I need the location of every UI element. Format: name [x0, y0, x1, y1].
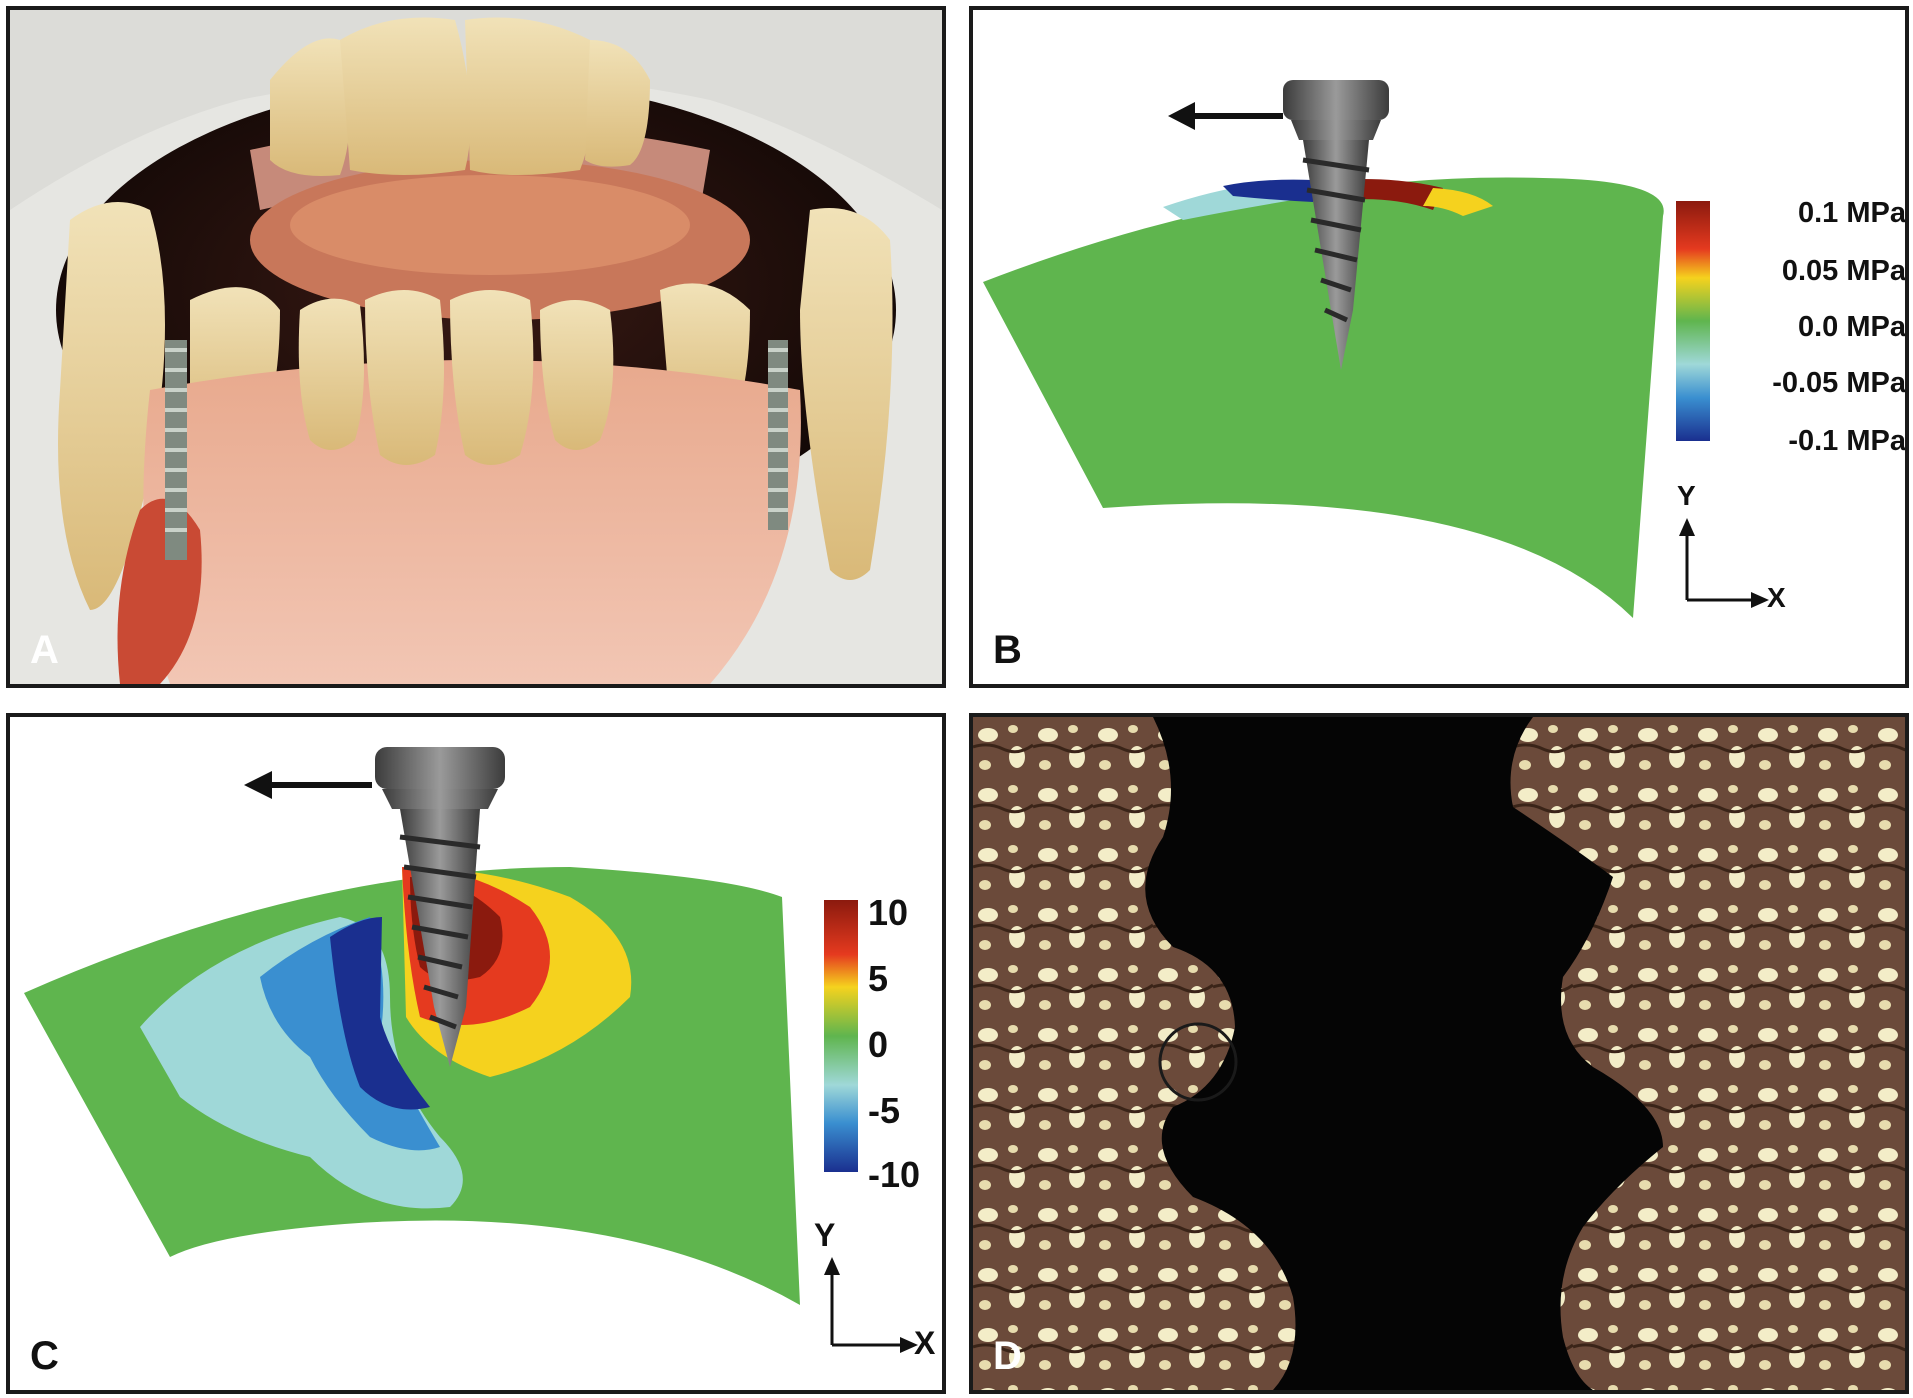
panel-c-contour-model: 10 5 0 -5 -10 Y X C — [6, 713, 946, 1394]
legend-tick-max: 0.1 MPa — [1798, 197, 1906, 229]
stress-color-legend: 0.1 MPa 0.05 MPa 0.0 MPa -0.05 MPa -0.1 … — [1676, 197, 1906, 457]
legend-color-bar — [1676, 201, 1710, 441]
axis-x-label: X — [914, 1325, 936, 1361]
panel-d-label: D — [993, 1334, 1022, 1378]
contour-color-legend: 10 5 0 -5 -10 — [824, 892, 942, 1200]
panel-b-label: B — [993, 628, 1022, 672]
screw-implant — [1283, 80, 1389, 370]
legend-color-bar — [824, 900, 858, 1172]
axis-y-label: Y — [1677, 480, 1696, 511]
axis-indicator — [824, 1257, 918, 1353]
panel-a-intraoral-photo: A — [6, 6, 946, 688]
legend-tick-mid-low: -5 — [868, 1090, 901, 1131]
force-arrow — [244, 771, 372, 799]
legend-tick-mid-high: 0.05 MPa — [1781, 255, 1906, 287]
axis-indicator — [1679, 518, 1769, 608]
panel-d-histology: D — [969, 713, 1909, 1394]
legend-tick-mid-low: -0.05 MPa — [1772, 367, 1906, 399]
legend-tick-zero: 0.0 MPa — [1798, 311, 1906, 343]
force-arrow — [1168, 102, 1283, 130]
axis-y-label: Y — [814, 1217, 836, 1253]
legend-tick-min: -0.1 MPa — [1788, 425, 1906, 457]
legend-tick-min: -10 — [868, 1154, 921, 1195]
panel-c-label: C — [30, 1334, 59, 1378]
panel-a-label: A — [30, 628, 59, 672]
bone-contour-model — [24, 747, 918, 1353]
legend-tick-mid-high: 5 — [868, 958, 889, 999]
panel-b-stress-model: 0.1 MPa 0.05 MPa 0.0 MPa -0.05 MPa -0.1 … — [969, 6, 1909, 688]
bone-block — [983, 177, 1664, 618]
axis-x-label: X — [1767, 582, 1786, 613]
legend-tick-max: 10 — [868, 892, 909, 933]
legend-tick-zero: 0 — [868, 1024, 889, 1065]
intraoral-photo-illustration — [10, 10, 942, 684]
bone-stress-model — [983, 80, 1769, 618]
histology-micrograph-illustration — [973, 717, 1905, 1390]
screw-implant — [375, 747, 505, 1067]
